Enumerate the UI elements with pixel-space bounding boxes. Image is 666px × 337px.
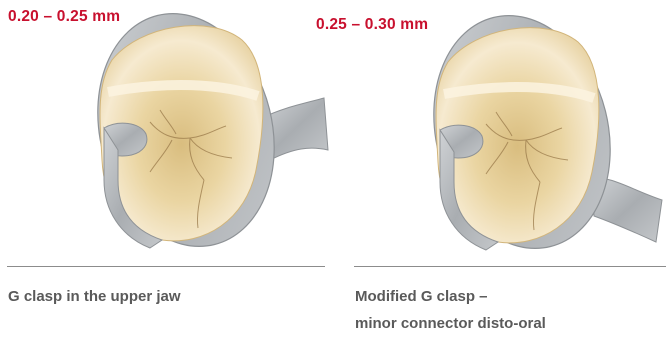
modified-g-clasp-illustration: [336, 0, 666, 255]
figure-modified-g-clasp: 0.25 – 0.30 mm Modified G clasp – minor …: [336, 0, 666, 329]
figure-caption: G clasp in the upper jaw: [8, 283, 181, 310]
thickness-label: 0.25 – 0.30 mm: [316, 16, 428, 34]
caption-divider: [354, 266, 666, 267]
g-clasp-illustration: [0, 0, 330, 255]
caption-divider: [7, 266, 325, 267]
figure-g-clasp-upper-jaw: 0.20 – 0.25 mm G clasp in the upper jaw: [0, 0, 330, 329]
thickness-label: 0.20 – 0.25 mm: [8, 8, 120, 26]
